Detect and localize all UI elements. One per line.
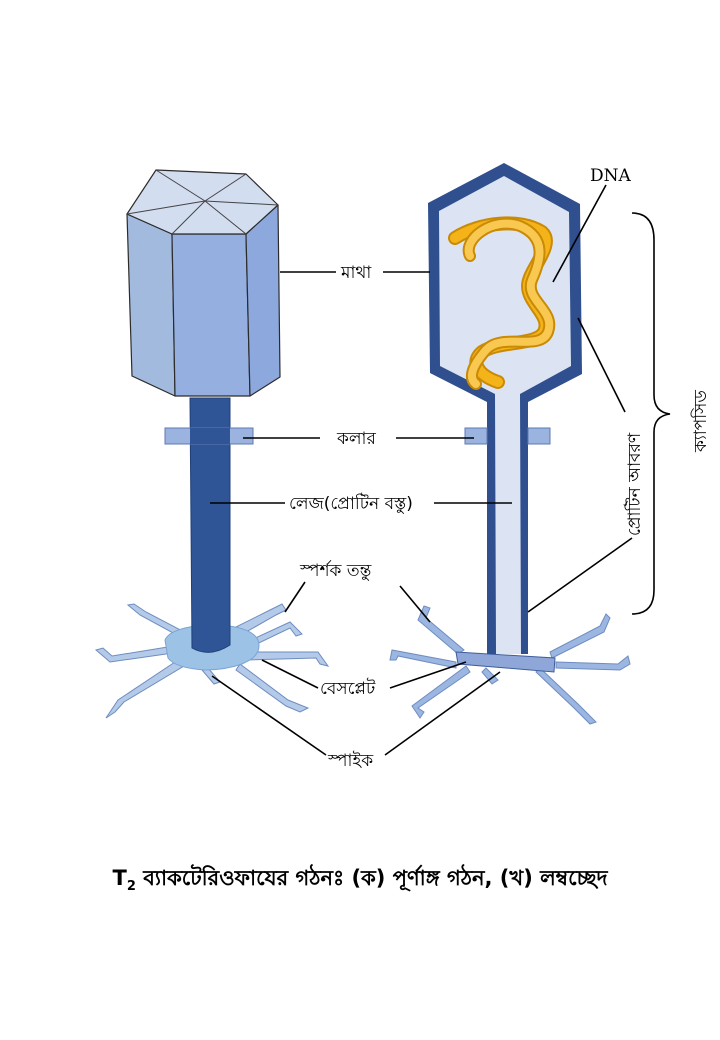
label-collar: কলার <box>336 429 376 449</box>
right-phage <box>389 163 631 725</box>
right-baseplate <box>455 651 556 673</box>
right-collar-right <box>527 427 551 445</box>
label-capsid: ক্যাপসিড <box>690 390 711 453</box>
label-head: মাথা <box>340 263 372 283</box>
figure-caption: T2 ব্যাকটেরিওফাযের গঠনঃ (ক) পূর্ণাঙ্গ গঠ… <box>112 866 608 895</box>
left-head <box>126 169 281 397</box>
label-protein-coat: প্রোটিন আবরণ <box>624 432 645 536</box>
left-phage <box>94 169 330 719</box>
label-tail: লেজ(প্রোটিন বস্তু) <box>289 493 413 514</box>
leader-lines <box>210 184 671 756</box>
dna-helix <box>448 216 556 390</box>
right-tail-fibers <box>389 605 631 725</box>
left-tail <box>189 397 231 653</box>
label-tail-fiber: স্পর্শক তন্তু <box>299 560 372 581</box>
label-baseplate: বেসপ্লেট <box>320 678 376 699</box>
label-dna: DNA <box>590 166 632 186</box>
right-collar-left <box>464 427 488 445</box>
label-spike: স্পাইক <box>327 751 374 771</box>
